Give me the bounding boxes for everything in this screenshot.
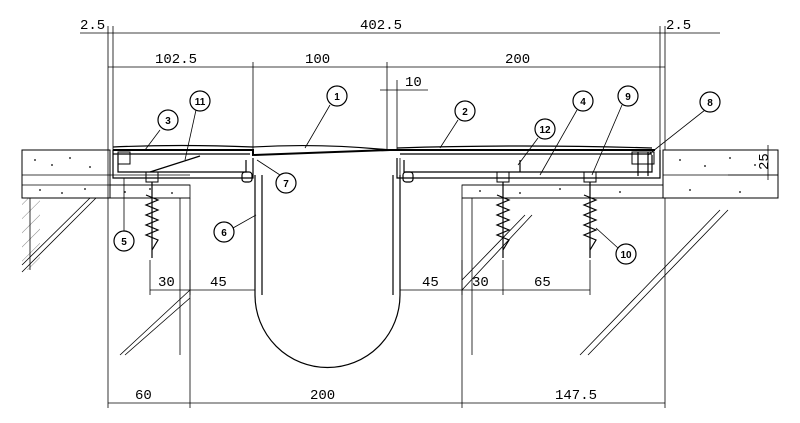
dim-200-top: 200 (505, 52, 530, 68)
svg-text:3: 3 (165, 116, 171, 127)
callout-8: 8 (647, 91, 721, 156)
svg-text:2: 2 (462, 107, 468, 118)
cover-plate (112, 144, 655, 157)
callout-4: 4 (539, 90, 594, 176)
dim-102-5: 102.5 (155, 52, 197, 68)
svg-text:11: 11 (195, 97, 206, 108)
svg-text:8: 8 (707, 98, 713, 109)
dim-30-right: 30 (472, 275, 489, 291)
callout-2: 2 (439, 100, 476, 149)
dim-30-left: 30 (158, 275, 175, 291)
lower-dimensions: 30 45 45 30 65 60 200 147.5 25 (107, 145, 778, 408)
dim-402-5: 402.5 (360, 18, 402, 34)
dim-147-5: 147.5 (555, 388, 597, 404)
svg-text:4: 4 (580, 97, 586, 108)
callouts: 1 2 3 4 5 6 7 (113, 85, 721, 265)
dim-45-left: 45 (210, 275, 227, 291)
anchor-middle (495, 171, 511, 258)
right-profile (396, 150, 661, 179)
top-dimensions: 2.5 402.5 2.5 102.5 100 200 10 (80, 18, 720, 150)
svg-text:6: 6 (221, 228, 227, 239)
callout-3: 3 (144, 109, 179, 151)
svg-text:7: 7 (283, 179, 289, 190)
callout-7: 7 (256, 159, 297, 194)
dim-2-5-left: 2.5 (80, 18, 105, 34)
svg-text:10: 10 (620, 250, 632, 261)
svg-text:1: 1 (334, 92, 340, 103)
left-slab (21, 149, 191, 356)
callout-1: 1 (304, 85, 348, 149)
callout-11: 11 (184, 90, 211, 161)
dim-60: 60 (135, 388, 152, 404)
dim-200-bottom: 200 (310, 388, 335, 404)
dim-45-right: 45 (422, 275, 439, 291)
dim-65: 65 (534, 275, 551, 291)
dim-100: 100 (305, 52, 330, 68)
anchor-left (144, 171, 160, 258)
callout-9: 9 (591, 85, 639, 176)
svg-text:9: 9 (625, 92, 631, 103)
callout-5: 5 (113, 178, 135, 252)
anchor-right (582, 171, 598, 258)
dim-2-5-right: 2.5 (666, 18, 691, 34)
callout-6: 6 (213, 214, 257, 243)
svg-text:5: 5 (121, 237, 127, 248)
svg-text:12: 12 (539, 125, 551, 136)
callout-10: 10 (595, 227, 637, 265)
dim-10: 10 (405, 75, 422, 91)
u-waterstop (241, 158, 414, 369)
dim-25: 25 (757, 153, 773, 170)
callout-12: 12 (517, 118, 556, 166)
anchors (144, 171, 598, 258)
